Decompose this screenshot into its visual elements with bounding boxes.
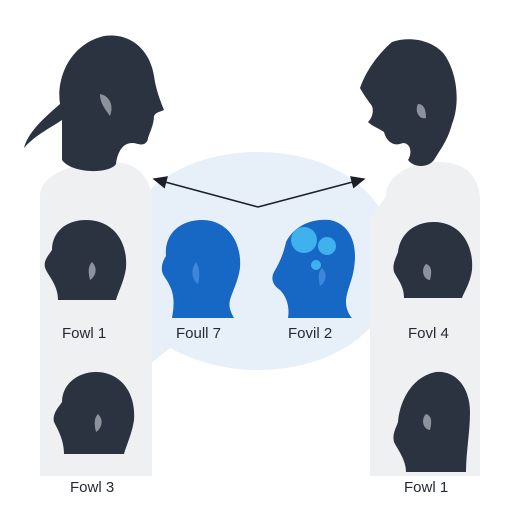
label-left-bottom: Fowl 3 bbox=[70, 479, 115, 496]
label-right-top: Fovl 4 bbox=[408, 325, 449, 342]
right-arrow-icon bbox=[257, 176, 366, 208]
right-person-ear-icon bbox=[416, 104, 426, 119]
left-bottom-head-silhouette-icon bbox=[53, 372, 135, 454]
label-right-bottom: Fowl 1 bbox=[404, 479, 449, 496]
right-top-head-silhouette-icon bbox=[393, 222, 473, 298]
right-bottom-head-silhouette-icon bbox=[393, 371, 470, 472]
thought-bubble-small-icon bbox=[311, 260, 321, 270]
right-person-head-silhouette-icon bbox=[360, 39, 457, 166]
center-left-head-silhouette-icon bbox=[161, 220, 241, 318]
left-top-head-silhouette-icon bbox=[44, 220, 127, 300]
label-center-right: Fovil 2 bbox=[288, 325, 333, 342]
thought-bubble-medium-icon bbox=[318, 237, 336, 255]
left-arrow-icon bbox=[152, 176, 259, 208]
label-left-top: Fowl 1 bbox=[62, 325, 107, 342]
thought-bubble-large-icon bbox=[291, 227, 317, 253]
left-person-ear-icon bbox=[100, 94, 112, 116]
label-center-left: Foull 7 bbox=[176, 325, 222, 342]
left-person-head-silhouette-icon bbox=[24, 35, 164, 172]
center-right-head-silhouette-icon bbox=[272, 219, 355, 318]
